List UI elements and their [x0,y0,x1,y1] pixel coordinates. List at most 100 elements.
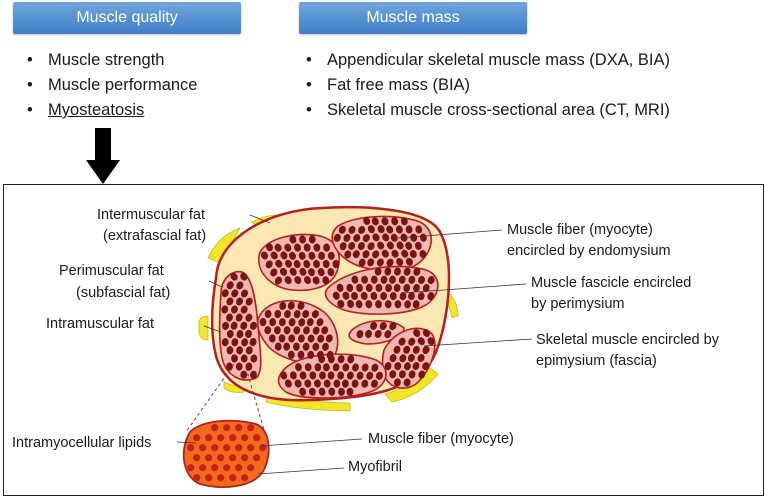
muscle-fiber [318,387,326,396]
muscle-fiber [318,355,326,364]
muscle-fiber [375,300,382,309]
muscle-fiber [412,361,420,371]
muscle-fiber [379,321,387,330]
muscle-fiber [374,267,382,276]
diagram-frame [3,184,764,496]
muscle-fiber [403,267,411,276]
myofibril [217,474,225,482]
muscle-fiber [337,299,345,308]
muscle-fiber [236,297,244,306]
muscle-fiber [365,283,373,292]
muscle-fiber [403,362,411,371]
muscle-fiber [289,235,297,244]
muscle-fascicle-sublabel: by perimysium [531,296,624,312]
muscle-fiber [304,379,312,388]
muscle-fiber [419,249,427,259]
muscle-fiber [401,249,409,258]
muscle-fiber [250,354,258,363]
muscle-fiber [342,291,350,300]
muscle-fiber [293,260,301,269]
muscle-fiber [327,268,335,277]
muscle-fiber [294,276,302,285]
muscle-fiber [366,371,374,380]
muscle-fiber [348,225,356,234]
muscle-fiber [222,321,230,330]
muscle-fiber [278,334,286,343]
intramuscular-fat-label: Intramuscular fat [46,316,154,332]
muscle-fiber [409,250,417,259]
muscle-fiber-sublabel: encircled by endomysium [507,243,671,259]
muscle-fiber [408,291,415,301]
muscle-fiber [270,268,278,277]
muscle-fiber [226,297,234,306]
myofibril [217,434,225,442]
muscle-fiber [413,329,421,337]
intramyocellular-lipids-label: Intramyocellular lipids [12,435,151,451]
muscle-fiber [384,330,392,339]
muscle-fiber [274,243,282,252]
muscle-fiber [312,342,320,351]
muscle-fiber [318,251,326,260]
myofibril [229,474,237,482]
muscle-fiber [399,354,407,363]
muscle-fiber [221,289,229,298]
muscle-fiber [412,345,420,354]
muscle-fiber [399,292,407,301]
muscle-fiber [339,242,347,251]
list-item-label: Muscle strength [48,51,165,69]
muscle-fiber [362,250,370,259]
muscle-fiber [317,268,325,277]
muscle-fiber [236,281,244,290]
muscle-fiber [288,318,296,327]
muscle-fiber [240,305,248,314]
muscle-fiber [236,346,244,355]
muscle-fiber [317,334,325,343]
muscle-fiber [405,257,413,266]
muscle-fiber [400,217,408,226]
muscle-fiber [264,326,272,335]
muscle-fiber [412,300,420,309]
muscle-fiber [427,276,435,285]
muscle-fiber [376,258,384,267]
muscle-fiber [351,291,358,301]
muscle-fiber [361,363,369,372]
muscle-fiber [393,378,401,387]
muscle-fiber [337,371,345,380]
muscle-fiber [240,321,248,330]
muscle-fiber [297,350,305,359]
muscle-fiber [249,321,257,330]
muscle-fiber [284,243,292,252]
muscle-fiber [245,297,253,306]
muscle-fiber [389,275,396,284]
muscle-fiber [332,259,340,269]
muscle-fiber [299,235,307,244]
muscle-fiber [294,243,301,252]
muscle-fiber [351,379,359,388]
muscle-fiber [353,234,361,242]
muscle-fiber [361,379,369,388]
muscle-fiber [221,338,229,347]
muscle-fiber [303,259,311,269]
muscle-fiber [226,313,233,322]
muscle-fiber [390,233,398,242]
muscle-fiber [240,354,248,363]
muscle-fiber [226,362,233,371]
muscle-fiber [389,354,397,363]
muscle-fiber [337,355,345,364]
myofibril [205,434,213,442]
muscle-fiber [327,371,335,380]
muscle-fiber [382,233,390,242]
muscle-fiber [314,379,321,388]
muscle-fiber [386,258,394,267]
myofibril [247,424,255,432]
muscle-fiber [358,258,366,267]
muscle-fiber [343,233,351,242]
muscle-fiber [415,225,423,234]
myofibril [241,434,249,442]
muscle-fiber [405,241,413,250]
muscle-fiber [299,371,307,380]
muscle-fiber [394,267,401,276]
myofibril [187,464,195,472]
myofibril [187,444,195,452]
myofibril [247,444,255,452]
